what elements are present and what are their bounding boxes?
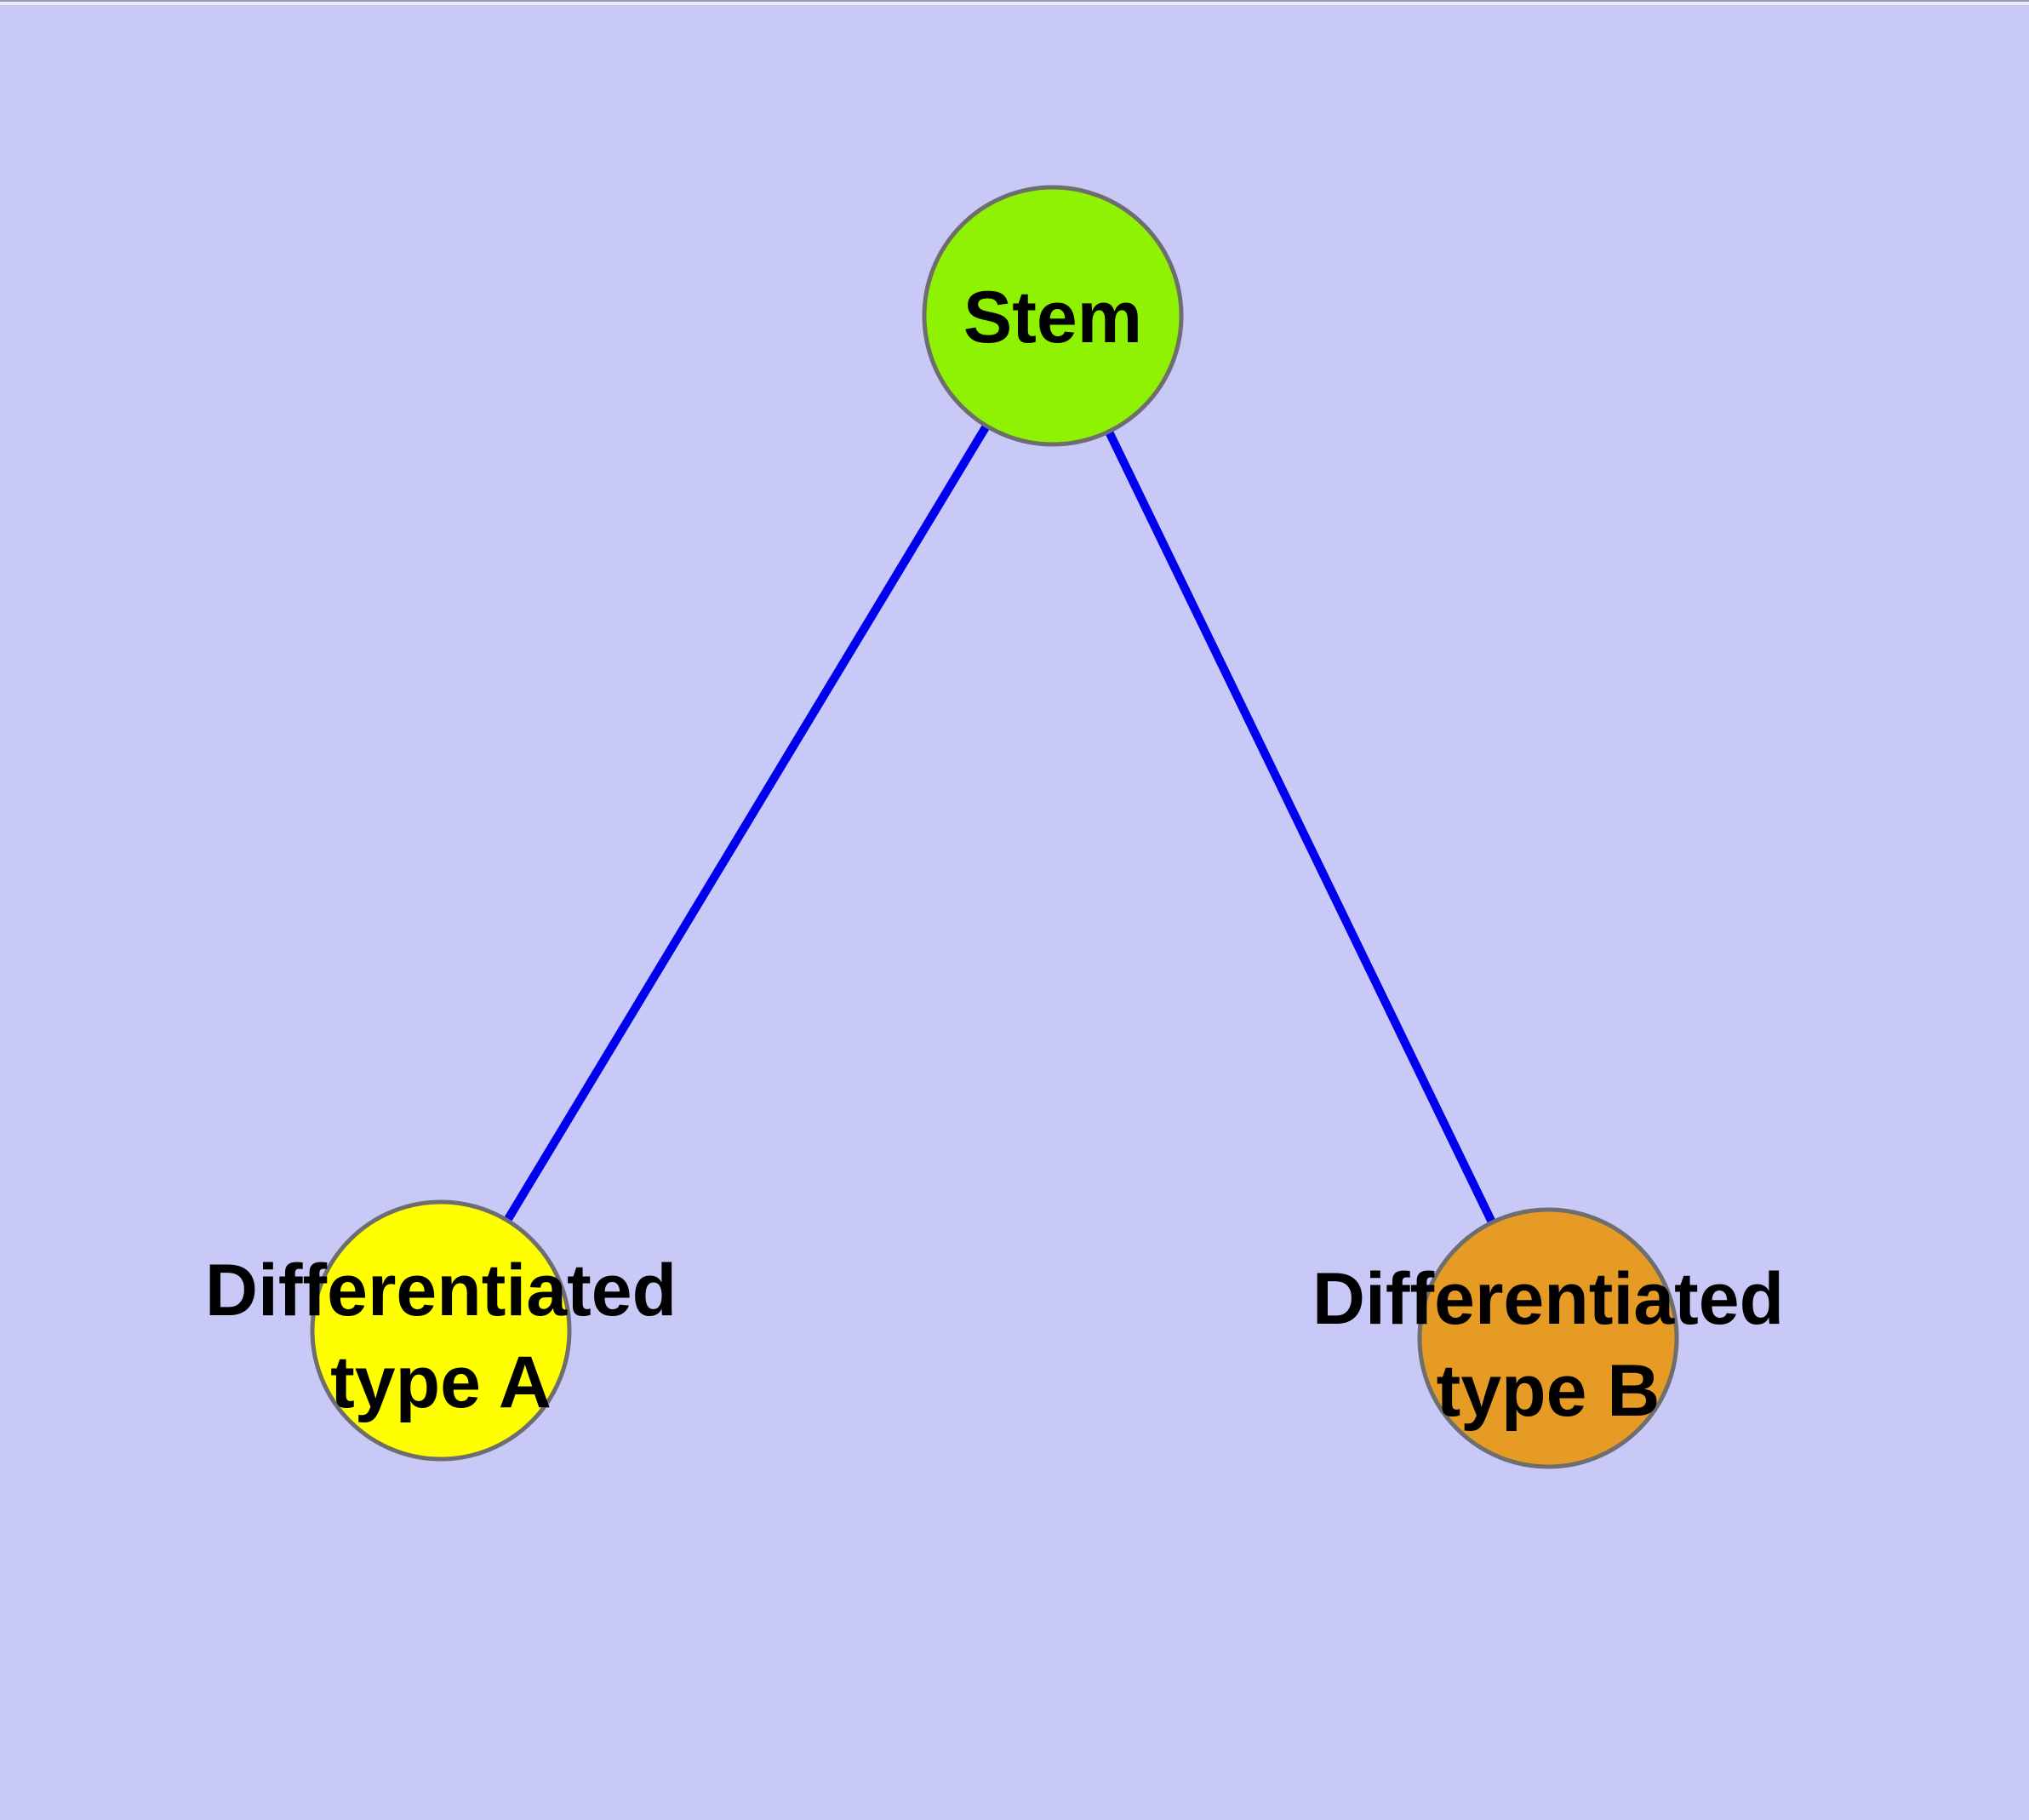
node-type-a-label-line1: Differentiated — [205, 1250, 677, 1331]
edge-stem-to-type-a — [437, 313, 1057, 1333]
node-type-a-label-line2: type A — [330, 1342, 552, 1423]
node-type-b-label-line1: Differentiated — [1312, 1258, 1784, 1340]
node-type-b — [1417, 1207, 1679, 1469]
top-border-dark-strip — [0, 0, 2029, 2]
node-type-a — [310, 1199, 572, 1462]
node-stem-label: Stem — [963, 277, 1142, 358]
node-type-b-label-line2: type B — [1437, 1350, 1660, 1432]
node-stem — [922, 185, 1184, 447]
edge-stem-to-type-b — [1049, 313, 1552, 1341]
top-border-light-strip — [0, 2, 2029, 5]
